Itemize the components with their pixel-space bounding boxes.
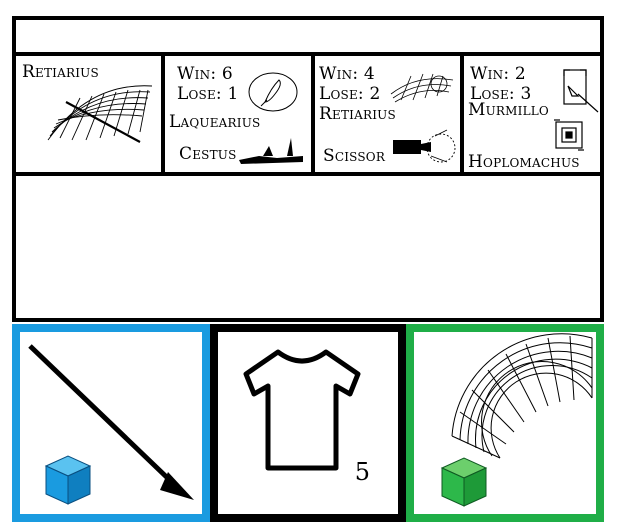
play-area[interactable]: [12, 172, 604, 322]
scissor-blade-icon: [393, 129, 456, 163]
opponent-card-laquearius[interactable]: Win: 6 Lose: 1 Laquearius Cestus: [165, 56, 315, 172]
green-cube-icon: [440, 457, 488, 507]
shield-icon: [563, 69, 599, 113]
primary-gladiator: Murmillo: [468, 100, 549, 120]
net-icon: [390, 73, 454, 103]
secondary-gladiator: Scissor: [323, 146, 386, 166]
lasso-icon: [248, 72, 298, 112]
secondary-gladiator: Cestus: [179, 144, 237, 164]
primary-gladiator: Laquearius: [169, 112, 261, 132]
hand-card-tunic[interactable]: 5: [210, 324, 406, 522]
win-count: Win: 4: [319, 64, 375, 84]
net-icon: [451, 333, 593, 459]
lose-count: Lose: 1: [177, 84, 239, 104]
hand-card-spear[interactable]: [12, 324, 210, 522]
opponent-card-murmillo[interactable]: Win: 2 Lose: 3 Murmillo Hoplomachus: [464, 56, 604, 172]
lose-count: Lose: 2: [319, 84, 381, 104]
net-icon: [47, 85, 153, 143]
card-count: 5: [354, 458, 370, 486]
secondary-gladiator: Hoplomachus: [468, 152, 580, 172]
square-shield-icon: [554, 119, 584, 151]
primary-gladiator: Retiarius: [319, 104, 396, 124]
gladiator-name: Retiarius: [22, 62, 99, 82]
spear-arrow-icon: [28, 344, 194, 500]
top-bar: [12, 16, 604, 56]
knuckle-icon: [239, 138, 303, 164]
win-count: Win: 6: [177, 64, 233, 84]
opponent-card-retiarius[interactable]: Retiarius: [16, 56, 165, 172]
opponent-card-retiarius-scissor[interactable]: Win: 4 Lose: 2 Retiarius Scissor: [315, 56, 464, 172]
hand-card-net[interactable]: [406, 324, 604, 522]
lose-count: Lose: 3: [470, 84, 532, 104]
opponent-card-row: Retiarius Win: 6 Lose: 1 Laquearius Cest…: [12, 52, 604, 176]
win-count: Win: 2: [470, 64, 526, 84]
tunic-icon: [243, 349, 361, 471]
blue-cube-icon: [44, 455, 92, 505]
